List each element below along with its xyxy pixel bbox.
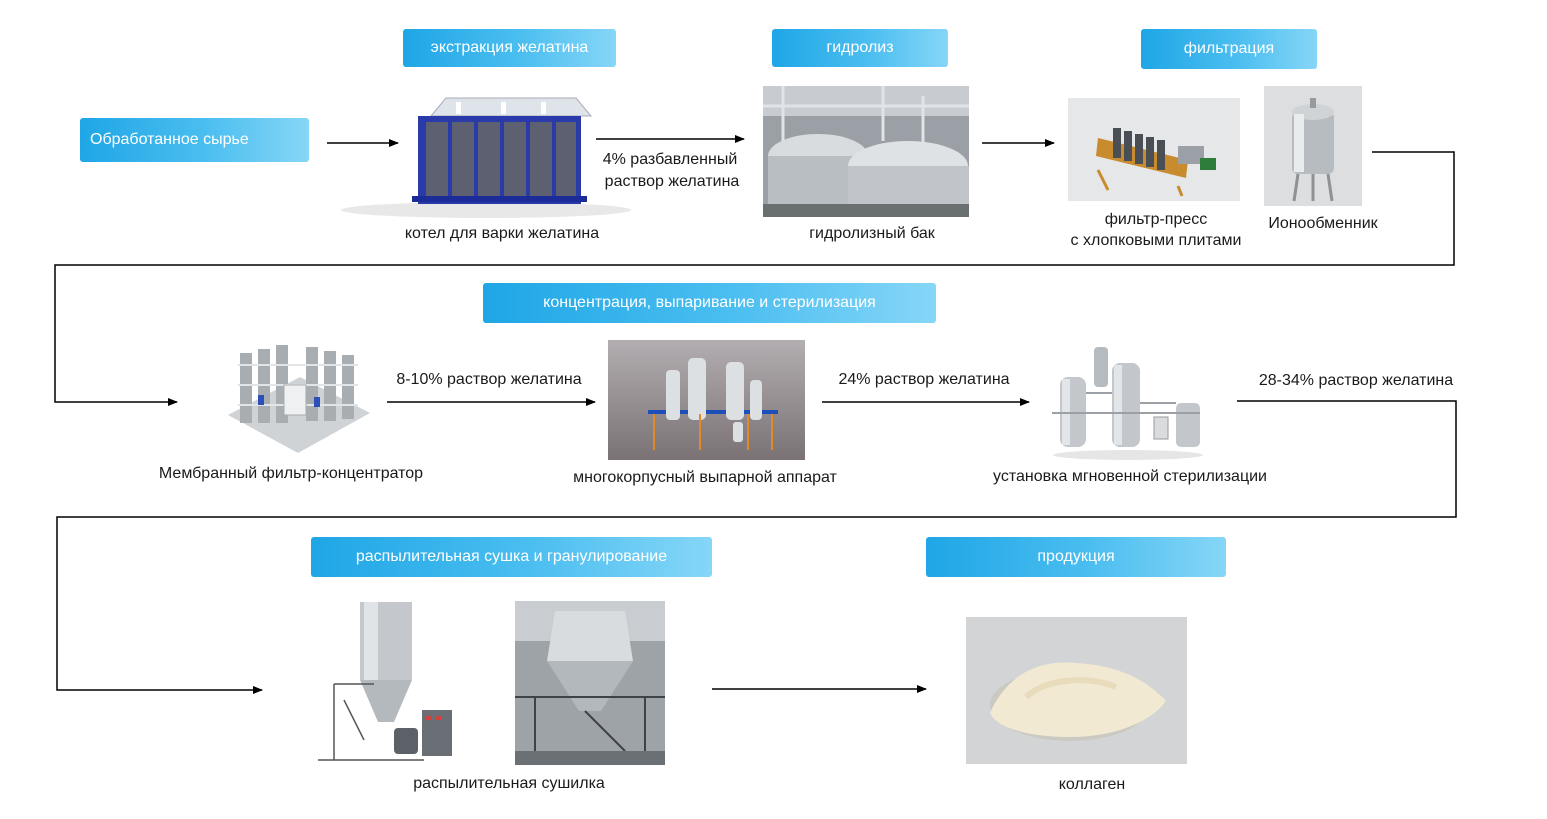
connector-row1-to-row2 — [54, 151, 1455, 406]
raw-material-tag: Обработанное сырье — [80, 118, 309, 162]
evaporator-image — [608, 340, 805, 460]
extraction-tag: экстракция желатина — [403, 29, 616, 67]
flow-label-dilute-line1: 4% разбавленный — [602, 151, 738, 168]
collagen-powder-image — [966, 617, 1187, 764]
flow-label-28-34: 28-34% раствор желатина — [1258, 372, 1454, 389]
flash-sterilizer-image — [1050, 343, 1205, 460]
flow-label-dilute-line2: раствор желатина — [604, 173, 740, 190]
boiler-image — [336, 88, 631, 218]
ion-exchanger-label: Ионообменник — [1268, 215, 1378, 232]
concentration-tag: концентрация, выпаривание и стерилизация — [483, 283, 936, 323]
spray-dryer-label: распылительная сушилка — [413, 775, 605, 792]
membrane-label: Мембранный фильтр-концентратор — [158, 465, 424, 482]
filtration-tag: фильтрация — [1141, 29, 1317, 69]
filter-press-label-line1: фильтр-пресс — [1104, 211, 1208, 228]
connector-row2-to-row3 — [56, 400, 1457, 694]
ion-exchanger-image — [1264, 86, 1362, 206]
membrane-concentrator-image — [218, 335, 378, 457]
flow-label-24: 24% раствор желатина — [838, 371, 1010, 388]
hydrolysis-tank-image — [763, 86, 969, 217]
collagen-label: коллаген — [1058, 776, 1126, 793]
evaporator-label: многокорпусный выпарной аппарат — [573, 469, 837, 486]
spray-drying-tag: распылительная сушка и гранулирование — [311, 537, 712, 577]
hydrolysis-tank-label: гидролизный бак — [809, 225, 935, 242]
spray-dryer-image-2 — [515, 601, 665, 765]
flow-label-8-10: 8-10% раствор желатина — [396, 371, 582, 388]
filter-press-label-line2: с хлопковыми плитами — [1070, 232, 1242, 249]
boiler-label: котел для варки желатина — [404, 225, 600, 242]
spray-dryer-image-1 — [314, 600, 466, 764]
sterilizer-label: установка мгновенной стерилизации — [993, 468, 1267, 485]
filter-press-image — [1068, 98, 1240, 201]
hydrolysis-tag: гидролиз — [772, 29, 948, 67]
products-tag: продукция — [926, 537, 1226, 577]
